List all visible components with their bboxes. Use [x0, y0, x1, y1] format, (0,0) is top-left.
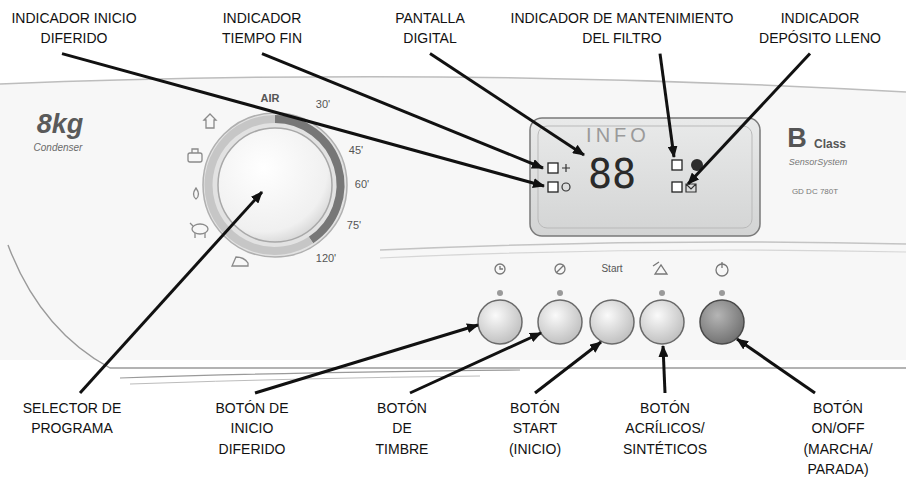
model-number: GD DC 780T [792, 188, 838, 197]
leader-line [410, 333, 541, 393]
callout-label: PANTALLA DIGITAL [375, 8, 485, 49]
dial-scale: 45' [349, 144, 363, 156]
callout-label: INDICADOR TIEMPO FIN [202, 8, 322, 49]
brand-text: SensorSystem [789, 158, 848, 168]
callout-label: INDICADOR DE MANTENIMIENTO DEL FILTRO [502, 8, 742, 49]
capacity-mark: 8kg [37, 110, 84, 140]
button-text: Start [601, 263, 622, 274]
callout-label: BOTÓN START (INICIO) [494, 398, 576, 459]
class-mark: B [787, 124, 807, 154]
leader-line [255, 325, 478, 393]
display-digits: 88 [588, 152, 636, 196]
leader-line [535, 342, 601, 393]
callout-label: BOTÓN ACRÍLICOS/ SINTÉTICOS [610, 398, 720, 459]
dial-scale: 75' [347, 219, 361, 231]
leader-line [62, 54, 544, 186]
leader-line [660, 54, 674, 157]
callout-label: BOTÓN ON/OFF (MARCHA/ PARADA) [788, 398, 888, 479]
brand-text: Condenser [34, 142, 83, 153]
dial-scale: 30' [316, 98, 330, 110]
leader-line [430, 54, 584, 155]
dial-scale: 60' [355, 178, 369, 190]
leader-line [80, 192, 262, 393]
dial-scale: AIR [261, 92, 280, 104]
callout-label: INDICADOR INICIO DIFERIDO [4, 8, 144, 49]
class-mark: Class [814, 138, 846, 151]
leader-line [737, 339, 815, 393]
callout-label: BOTÓN DE TIMBRE [366, 398, 438, 459]
display-text: INFO [586, 124, 650, 146]
leader-line [663, 346, 665, 393]
leader-line [262, 54, 543, 168]
callout-label: BOTÓN DE INICIO DIFERIDO [202, 398, 302, 459]
dial-scale: 120' [316, 252, 336, 264]
callout-label: SELECTOR DE PROGRAMA [7, 398, 137, 439]
callout-label: INDICADOR DEPÓSITO LLENO [745, 8, 895, 49]
